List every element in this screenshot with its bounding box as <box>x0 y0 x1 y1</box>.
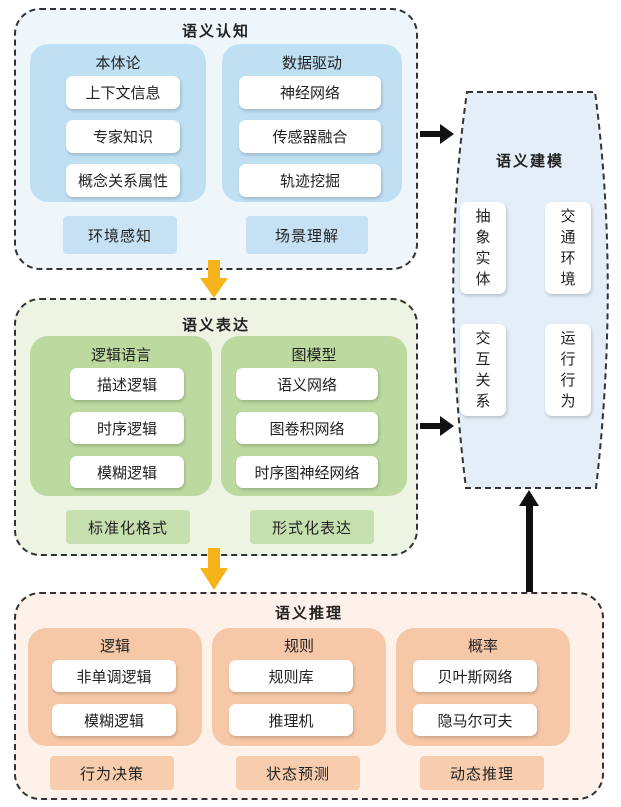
rule-card: 规则 规则库 推理机 <box>212 628 386 746</box>
graph-model-card: 图模型 语义网络 图卷积网络 时序图神经网络 <box>221 336 407 496</box>
interaction-relation-char: 交 <box>475 329 491 347</box>
abstract-entity-char: 抽 <box>475 207 491 225</box>
arrow-reasoning-to-modeling <box>519 490 539 592</box>
running-behavior-char: 运 <box>560 329 576 347</box>
scene-understanding-label: 场景理解 <box>246 216 368 254</box>
temporal-gnn-box: 时序图神经网络 <box>236 456 378 488</box>
ontology-title: 本体论 <box>95 54 141 72</box>
arrow-cognition-to-modeling <box>420 124 454 144</box>
traffic-environment-char: 通 <box>560 228 576 246</box>
arrow-expression-to-modeling <box>420 416 454 436</box>
semantic-reasoning-title: 语义推理 <box>274 604 343 622</box>
arrow-expression-to-reasoning <box>200 548 228 590</box>
abstract-entity-char: 体 <box>475 270 491 288</box>
semantic-expression-title: 语义表达 <box>181 316 250 334</box>
hidden-markov-box: 隐马尔可夫 <box>413 704 537 736</box>
data-driven-card: 数据驱动 神经网络 传感器融合 轨迹挖掘 <box>222 44 402 202</box>
abstract-entity-char: 象 <box>475 228 491 246</box>
graph-model-title: 图模型 <box>291 346 337 364</box>
traffic-environment-char: 境 <box>560 270 576 288</box>
semantic-reasoning-panel: 语义推理 逻辑 非单调逻辑 模糊逻辑 行为决策 规则 规则库 推理机 状态预测 … <box>14 592 604 800</box>
traffic-environment-char: 环 <box>560 249 576 267</box>
sensor-fusion-box: 传感器融合 <box>239 120 381 153</box>
semantic-cognition-title: 语义认知 <box>181 22 250 40</box>
rule-base-box: 规则库 <box>229 660 353 692</box>
interaction-relation-char: 系 <box>475 392 491 410</box>
temporal-logic-box: 时序逻辑 <box>70 412 184 444</box>
formal-expression-label: 形式化表达 <box>250 510 374 544</box>
state-prediction-label: 状态预测 <box>236 756 360 790</box>
concept-relation-box: 概念关系属性 <box>66 164 180 197</box>
data-driven-title: 数据驱动 <box>281 54 342 72</box>
running-behavior-char: 行 <box>560 371 576 389</box>
semantic-network-box: 语义网络 <box>236 368 378 400</box>
bayesian-network-box: 贝叶斯网络 <box>413 660 537 692</box>
traffic-environment-box: 交 通 环 境 <box>545 202 591 294</box>
logic-card: 逻辑 非单调逻辑 模糊逻辑 <box>28 628 202 746</box>
logic-title: 逻辑 <box>99 637 130 655</box>
semantic-modeling-panel: 语义建模 抽 象 实 体 交 通 环 境 交 互 关 系 运 行 行 为 <box>450 92 610 488</box>
interaction-relation-char: 互 <box>475 350 491 368</box>
abstract-entity-box: 抽 象 实 体 <box>460 202 506 294</box>
expert-knowledge-box: 专家知识 <box>66 120 180 153</box>
running-behavior-char: 为 <box>560 392 576 410</box>
semantic-expression-panel: 语义表达 逻辑语言 描述逻辑 时序逻辑 模糊逻辑 标准化格式 图模型 语义网络 … <box>14 298 418 556</box>
logic-language-card: 逻辑语言 描述逻辑 时序逻辑 模糊逻辑 <box>30 336 212 496</box>
trajectory-mining-box: 轨迹挖掘 <box>239 164 381 197</box>
traffic-environment-char: 交 <box>560 207 576 225</box>
behavior-decision-label: 行为决策 <box>50 756 174 790</box>
running-behavior-char: 行 <box>560 350 576 368</box>
fuzzy-logic-reasoning-box: 模糊逻辑 <box>52 704 176 736</box>
neural-network-box: 神经网络 <box>239 76 381 109</box>
arrow-cognition-to-expression <box>200 260 228 298</box>
environment-perception-label: 环境感知 <box>63 216 177 254</box>
semantic-cognition-panel: 语义认知 本体论 上下文信息 专家知识 概念关系属性 环境感知 数据驱动 神经网… <box>14 8 418 270</box>
fuzzy-logic-box: 模糊逻辑 <box>70 456 184 488</box>
rule-title: 规则 <box>283 637 314 655</box>
ontology-card: 本体论 上下文信息 专家知识 概念关系属性 <box>30 44 206 202</box>
standardized-format-label: 标准化格式 <box>66 510 190 544</box>
probability-card: 概率 贝叶斯网络 隐马尔可夫 <box>396 628 570 746</box>
graph-conv-network-box: 图卷积网络 <box>236 412 378 444</box>
logic-language-title: 逻辑语言 <box>90 346 151 364</box>
interaction-relation-char: 关 <box>475 371 491 389</box>
probability-title: 概率 <box>467 637 498 655</box>
context-info-box: 上下文信息 <box>66 76 180 109</box>
description-logic-box: 描述逻辑 <box>70 368 184 400</box>
dynamic-reasoning-label: 动态推理 <box>420 756 544 790</box>
nonmonotonic-logic-box: 非单调逻辑 <box>52 660 176 692</box>
inference-engine-box: 推理机 <box>229 704 353 736</box>
semantic-modeling-title: 语义建模 <box>495 152 564 170</box>
interaction-relation-box: 交 互 关 系 <box>460 324 506 416</box>
running-behavior-box: 运 行 行 为 <box>545 324 591 416</box>
abstract-entity-char: 实 <box>475 249 491 267</box>
